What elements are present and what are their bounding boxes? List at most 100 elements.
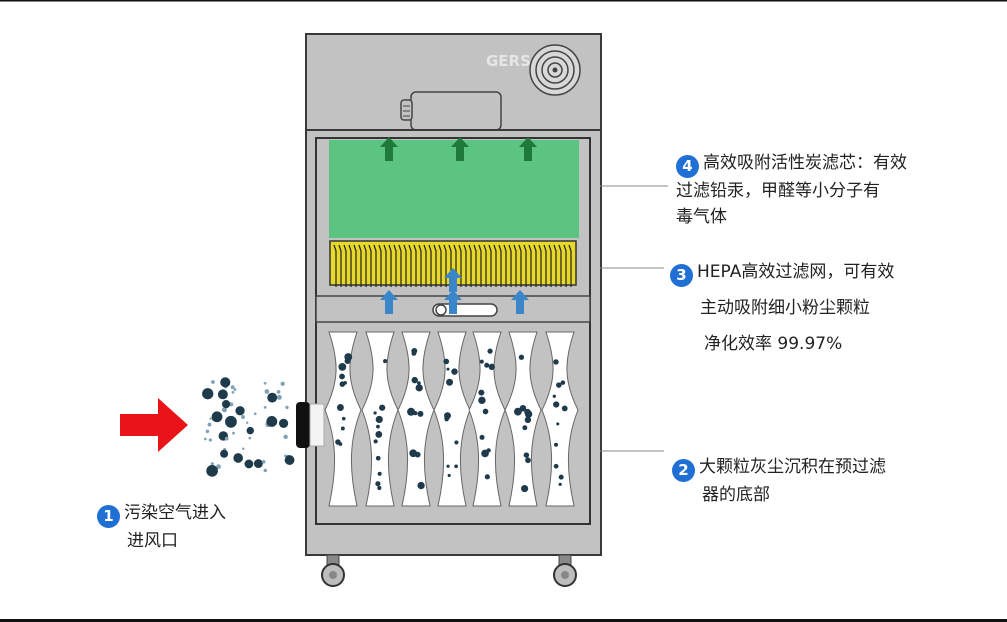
dust-dot bbox=[407, 407, 416, 416]
dust-dot bbox=[373, 411, 377, 415]
dust-dot bbox=[264, 389, 270, 394]
dust-dot bbox=[267, 392, 278, 403]
hepa-pleat bbox=[398, 244, 402, 287]
dust-dot bbox=[558, 482, 562, 486]
dust-dot bbox=[375, 415, 383, 424]
dust-dot bbox=[409, 449, 418, 458]
callout-3-line-2: 主动吸附细小粉尘颗粒 bbox=[700, 298, 870, 318]
dust-dot bbox=[451, 368, 458, 375]
dust-dot bbox=[560, 380, 566, 385]
dust-dot bbox=[558, 474, 564, 480]
hepa-pleat bbox=[333, 244, 337, 287]
hepa-pleat bbox=[518, 244, 522, 287]
hepa-pleat bbox=[418, 244, 422, 287]
hepa-pleat bbox=[528, 244, 532, 287]
dust-dot bbox=[556, 382, 562, 388]
dust-dot bbox=[486, 448, 491, 453]
dust-dot bbox=[241, 414, 246, 419]
callout-2-line-2: 器的底部 bbox=[702, 485, 770, 505]
dust-dot bbox=[244, 459, 254, 469]
hepa-pleat bbox=[498, 244, 502, 287]
hepa-pleat bbox=[408, 244, 412, 287]
dust-dot bbox=[417, 481, 425, 490]
hepa-pleat bbox=[538, 244, 542, 287]
hepa-pleat bbox=[488, 244, 492, 287]
hepa-pleat bbox=[358, 244, 362, 287]
dust-dot bbox=[284, 455, 295, 465]
dust-dot bbox=[487, 348, 493, 354]
dust-dot bbox=[232, 431, 235, 435]
hepa-pleat bbox=[568, 244, 572, 287]
filter-bag bbox=[397, 331, 435, 507]
wheel-left bbox=[321, 554, 345, 587]
hepa-pleat bbox=[503, 244, 507, 287]
hepa-pleat bbox=[383, 244, 387, 287]
dust-dot bbox=[484, 474, 490, 480]
dust-dot bbox=[253, 412, 257, 416]
dust-dot bbox=[525, 457, 531, 464]
dust-dot bbox=[284, 454, 287, 458]
dust-dot bbox=[553, 359, 559, 365]
hepa-pleat bbox=[428, 244, 432, 287]
hepa-pleat bbox=[423, 244, 427, 287]
hepa-pleat bbox=[508, 244, 512, 287]
dust-dot bbox=[523, 452, 530, 458]
dust-dot bbox=[235, 406, 245, 416]
hepa-pleat bbox=[473, 244, 477, 287]
dust-dot bbox=[479, 434, 485, 440]
dust-dot bbox=[411, 376, 418, 384]
frame-bottom-line bbox=[0, 619, 1007, 622]
dust-dot bbox=[242, 447, 245, 450]
fan-grille-icon bbox=[529, 44, 581, 96]
hepa-pleat bbox=[468, 244, 472, 287]
blue-arrow-icon bbox=[444, 268, 462, 292]
callout-3-line-3: 净化效率 99.97% bbox=[704, 334, 843, 354]
dust-dot bbox=[454, 464, 458, 469]
dust-dot bbox=[446, 367, 450, 371]
dust-dot bbox=[522, 425, 528, 431]
hepa-pleat bbox=[463, 244, 467, 287]
callout-badge-1: 1 bbox=[97, 505, 120, 528]
hepa-pleat bbox=[433, 244, 437, 287]
green-arrow-icon bbox=[380, 137, 398, 161]
filter-bag bbox=[541, 331, 579, 507]
dust-dot bbox=[248, 436, 252, 440]
dust-dot bbox=[479, 359, 484, 364]
dust-dot bbox=[263, 381, 267, 385]
hepa-pleat bbox=[368, 244, 372, 287]
dust-dot bbox=[210, 462, 214, 466]
dust-dot bbox=[375, 431, 383, 438]
hepa-pleat bbox=[513, 244, 517, 287]
dust-dot bbox=[411, 348, 418, 354]
dust-dot bbox=[524, 416, 532, 424]
inner-frame bbox=[315, 137, 591, 525]
callout-1-line-2: 进风口 bbox=[127, 531, 178, 551]
dust-dot bbox=[211, 380, 215, 384]
dust-dot bbox=[376, 424, 380, 429]
dust-dot bbox=[446, 378, 454, 386]
hepa-pleat bbox=[553, 244, 557, 287]
dust-dot bbox=[379, 404, 386, 411]
hepa-pleats bbox=[333, 244, 572, 287]
hepa-pleat bbox=[353, 244, 357, 287]
dust-dot bbox=[263, 406, 267, 409]
dust-dot bbox=[205, 429, 210, 434]
dust-dot bbox=[340, 426, 345, 431]
green-arrow-icon bbox=[451, 137, 469, 161]
callout-badge-2: 2 bbox=[672, 459, 695, 482]
dust-dot bbox=[377, 485, 382, 491]
dust-dot bbox=[220, 377, 231, 388]
dust-dot bbox=[446, 464, 450, 468]
hepa-pleat bbox=[413, 244, 417, 287]
hepa-pleat bbox=[403, 244, 407, 287]
dust-dot bbox=[211, 411, 223, 423]
dust-dot bbox=[561, 405, 568, 412]
dust-dot bbox=[518, 354, 525, 360]
hepa-pleat bbox=[348, 244, 352, 287]
dust-dot bbox=[344, 353, 353, 361]
